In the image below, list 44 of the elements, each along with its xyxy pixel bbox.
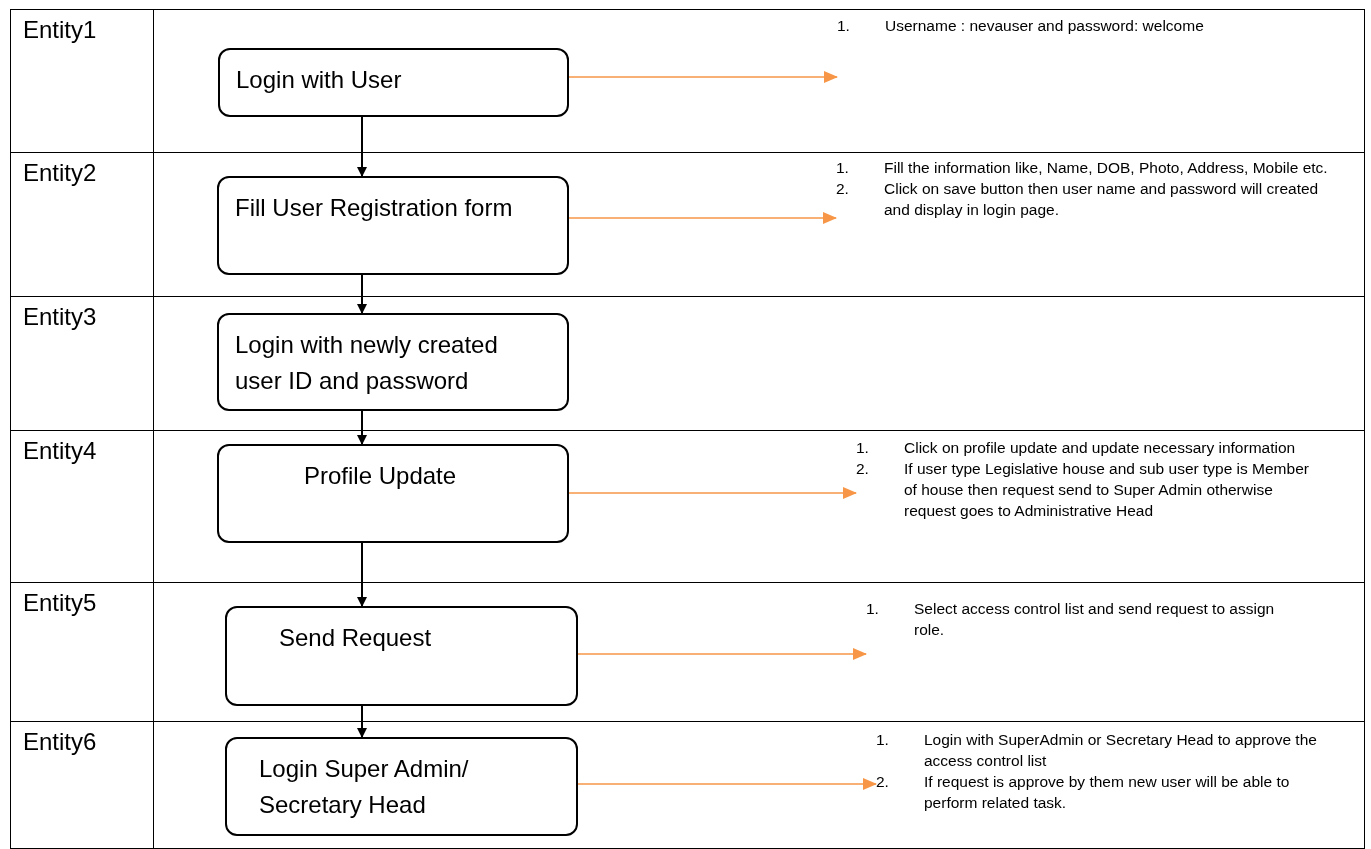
note-text: Click on save button then user name and password will created and display in login page. bbox=[884, 179, 1320, 220]
note-text: Login with SuperAdmin or Secretary Head to approve the access control list bbox=[924, 730, 1318, 771]
list-number: 2. bbox=[876, 772, 890, 792]
arrow bbox=[568, 212, 837, 224]
swimlane-row bbox=[10, 582, 1365, 722]
arrow bbox=[577, 778, 877, 790]
process-box: Login Super Admin/ Secretary Head bbox=[225, 737, 578, 836]
lane-label: Entity6 bbox=[23, 728, 97, 756]
list-number: 1. bbox=[866, 599, 880, 619]
arrow bbox=[357, 705, 367, 738]
note-text: If request is approve by them new user will be able to perform related task. bbox=[924, 772, 1291, 813]
arrow bbox=[568, 71, 838, 83]
list-number: 1. bbox=[836, 158, 850, 178]
list-number: 1. bbox=[876, 730, 890, 750]
swimlane-row bbox=[10, 296, 1365, 431]
arrow bbox=[357, 274, 367, 314]
process-box: Login with User bbox=[218, 48, 569, 117]
note-text: Select access control list and send request to assign role. bbox=[914, 599, 1276, 640]
list-number: 2. bbox=[856, 459, 870, 479]
list-number: 2. bbox=[836, 179, 850, 199]
lane-label: Entity2 bbox=[23, 159, 97, 187]
list-number: 1. bbox=[856, 438, 870, 458]
process-box: Login with newly created user ID and password bbox=[217, 313, 569, 411]
lane-label: Entity5 bbox=[23, 589, 97, 617]
swimlane-row bbox=[10, 721, 1365, 849]
process-box: Fill User Registration form bbox=[217, 176, 569, 275]
arrow bbox=[357, 542, 367, 607]
swimlane-row bbox=[10, 430, 1365, 583]
arrow bbox=[357, 116, 367, 177]
swimlane-row bbox=[10, 152, 1365, 297]
arrow bbox=[577, 648, 867, 660]
process-box: Profile Update bbox=[217, 444, 569, 543]
swimlane-row bbox=[10, 9, 1365, 153]
lane-label: Entity4 bbox=[23, 437, 97, 465]
note-text: Fill the information like, Name, DOB, Photo, Address, Mobile etc. bbox=[884, 158, 1329, 178]
note-text: Username : nevauser and password: welcome bbox=[885, 16, 1205, 36]
lane-label: Entity3 bbox=[23, 303, 97, 331]
arrow bbox=[568, 487, 857, 499]
arrow bbox=[357, 410, 367, 445]
process-box: Send Request bbox=[225, 606, 578, 706]
list-number: 1. bbox=[837, 16, 851, 36]
note-text: Click on profile update and update necessary information bbox=[904, 438, 1297, 458]
lane-label: Entity1 bbox=[23, 16, 97, 44]
note-text: If user type Legislative house and sub user type is Member of house then request send to Super Admin otherwise request goes to Administrative Head bbox=[904, 459, 1310, 521]
